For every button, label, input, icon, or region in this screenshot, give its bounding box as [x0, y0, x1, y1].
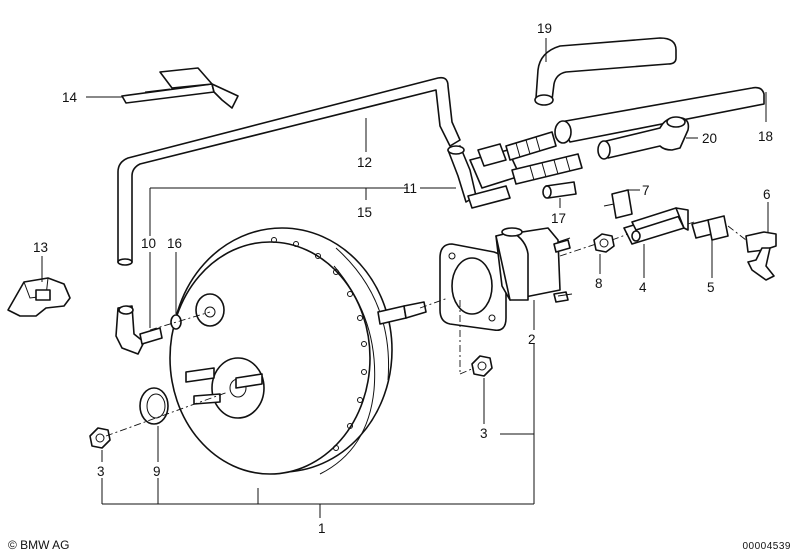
part-8-nut — [593, 233, 615, 253]
booster-rim-rivets — [271, 237, 367, 451]
callout-4: 4 — [639, 280, 647, 295]
callout-16: 16 — [167, 236, 182, 251]
callout-2: 2 — [528, 332, 536, 347]
callout-12: 12 — [357, 155, 372, 170]
callout-9: 9 — [153, 464, 161, 479]
callout-14: 14 — [62, 90, 78, 105]
copyright-label: © BMW AG — [8, 538, 70, 552]
callout-15: 15 — [357, 205, 372, 220]
part-18-hose — [554, 86, 765, 144]
callout-19: 19 — [537, 21, 552, 36]
part-3-nut-left — [89, 427, 111, 449]
callout-6: 6 — [763, 187, 771, 202]
part-9-seal-ring — [139, 387, 169, 425]
callout-17: 17 — [551, 211, 566, 226]
part-20-hose — [597, 116, 690, 160]
part-5-bolt — [691, 215, 729, 241]
part-16-washer — [170, 314, 182, 330]
callout-8: 8 — [595, 276, 603, 291]
part-7-clip — [603, 189, 633, 219]
callout-3-left: 3 — [97, 464, 105, 479]
part-4-block — [623, 207, 689, 245]
part-11-check-valve — [447, 131, 583, 209]
part-12-vacuum-hose — [117, 76, 461, 266]
part-6-lever — [745, 231, 777, 281]
part-1-brake-booster — [169, 227, 427, 475]
part-13-holder — [7, 277, 71, 317]
assembly-axes — [105, 221, 747, 437]
part-17-pin — [542, 181, 577, 199]
callout-13: 13 — [33, 240, 48, 255]
part-14-bracket — [121, 67, 239, 109]
part-2-flange — [439, 227, 573, 332]
callout-20: 20 — [702, 131, 717, 146]
callout-10: 10 — [141, 236, 156, 251]
callout-5: 5 — [707, 280, 715, 295]
leader-lines — [41, 38, 769, 518]
callout-1: 1 — [318, 521, 326, 536]
callout-11: 11 — [403, 181, 417, 196]
part-19-hose — [534, 37, 677, 106]
diagram-id-label: 00004539 — [742, 541, 791, 552]
callout-7: 7 — [642, 183, 650, 198]
part-3-nut-lower — [471, 355, 493, 377]
callout-numbers: 1 2 3 3 4 5 6 7 8 9 10 11 12 13 14 15 16… — [33, 21, 773, 536]
part-10-elbow-fitting — [115, 305, 163, 355]
callout-18: 18 — [758, 129, 773, 144]
callout-3-right: 3 — [480, 426, 488, 441]
